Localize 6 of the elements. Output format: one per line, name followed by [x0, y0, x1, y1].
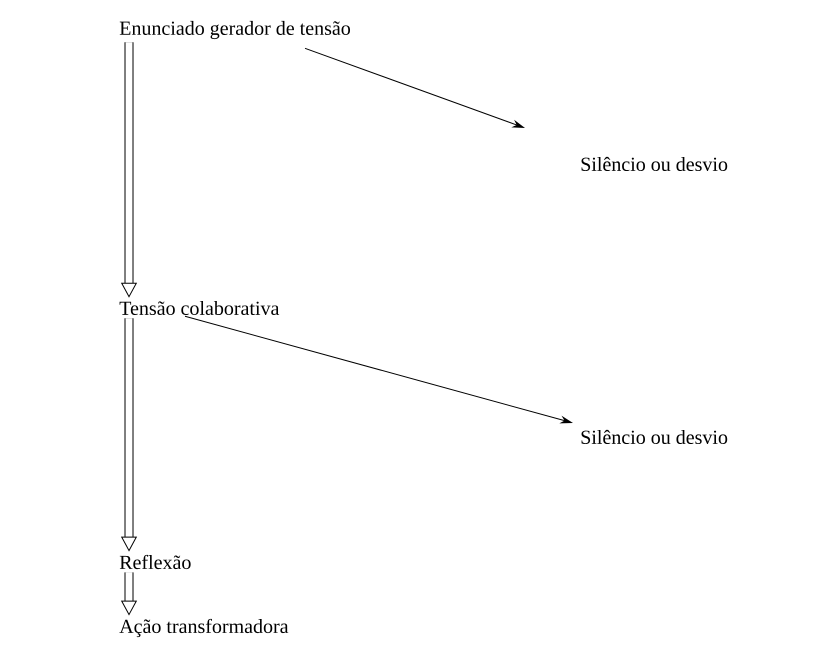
text-label: Silêncio ou desvio	[582, 430, 728, 444]
text-label: Ação transformadora	[119, 618, 288, 638]
text-label: Silêncio ou desvio	[582, 156, 728, 172]
text-label: Enunciado gerador de tensão	[120, 20, 350, 40]
text-label: Tensão colaborativa	[120, 300, 280, 316]
text-label: Reflexão	[120, 554, 191, 570]
